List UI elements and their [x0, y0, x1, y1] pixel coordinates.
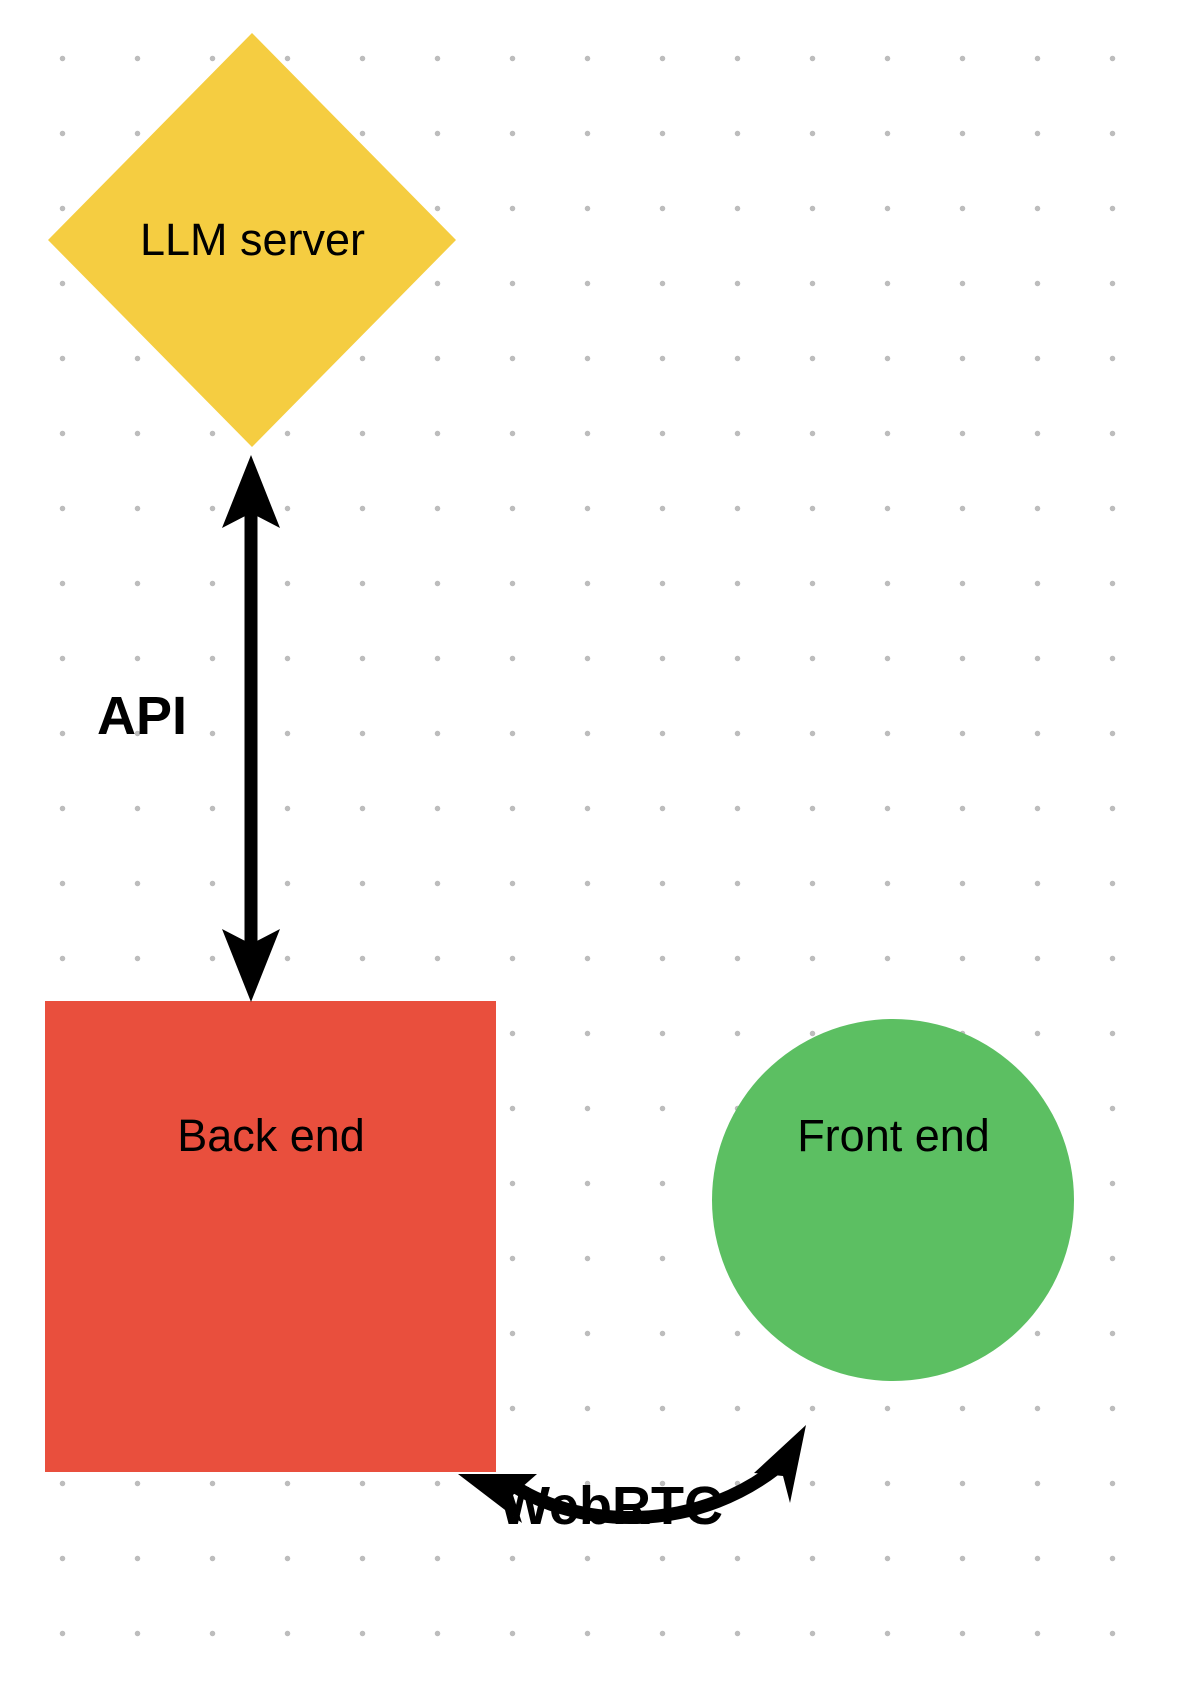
node-back-end-shape[interactable] — [45, 1001, 496, 1472]
node-llm-server-shape[interactable] — [48, 33, 456, 447]
node-front-end-shape[interactable] — [712, 1019, 1074, 1381]
edge-webrtc-arrow[interactable] — [458, 1425, 806, 1525]
edge-api-label: API — [96, 686, 188, 746]
edge-api-arrow[interactable] — [222, 455, 280, 1002]
edge-webrtc-label: WebRTC — [499, 1476, 723, 1536]
